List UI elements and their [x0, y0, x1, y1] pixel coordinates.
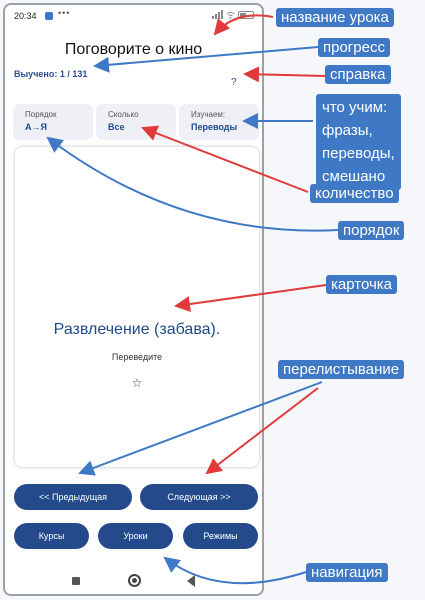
- flashcard[interactable]: Развлечение (забава). Переведите ☆: [15, 147, 259, 467]
- annotation-what-learn: что учим: фразы, переводы, смешано: [316, 94, 401, 190]
- wifi-icon: [226, 11, 235, 19]
- favorite-star-icon[interactable]: ☆: [131, 376, 143, 390]
- order-label: Порядок: [25, 110, 57, 119]
- arrow-progress: [93, 46, 319, 73]
- arrow-navigation: [163, 556, 307, 585]
- lesson-title: Поговорите о кино: [64, 41, 203, 58]
- card-prompt: Переведите: [111, 352, 163, 362]
- signal-icon: [212, 10, 223, 19]
- card-phrase: Развлечение (забава).: [53, 321, 221, 338]
- home-icon[interactable]: [128, 574, 141, 587]
- annotation-what-learn-line3: переводы,: [322, 145, 395, 162]
- arrow-paging-next: [205, 387, 319, 475]
- annotation-lesson-name: название урока: [276, 8, 394, 27]
- annotation-paging: перелистывание: [278, 360, 405, 379]
- modes-button[interactable]: Режимы: [183, 523, 258, 549]
- progress-text: Выучено: 1 / 131: [14, 69, 88, 79]
- arrow-help: [243, 66, 327, 83]
- next-button[interactable]: Следующая >>: [140, 484, 258, 510]
- annotation-what-learn-line1: что учим:: [322, 99, 388, 116]
- annotation-order: порядок: [338, 221, 405, 240]
- annotation-navigation: навигация: [306, 563, 388, 582]
- help-icon[interactable]: ?: [231, 77, 237, 88]
- study-mode-value: Переводы: [191, 122, 238, 132]
- status-time: 20:34: [14, 11, 37, 21]
- annotation-help: справка: [325, 65, 391, 84]
- annotation-what-learn-line4: смешано: [322, 168, 386, 185]
- quantity-selector[interactable]: Сколько Все: [96, 104, 176, 140]
- arrow-card: [174, 284, 327, 312]
- more-notifications-icon: •••: [58, 8, 71, 18]
- arrow-paging-prev: [78, 381, 323, 476]
- order-selector[interactable]: Порядок А→Я: [13, 104, 93, 140]
- app-notification-icon: [45, 12, 53, 20]
- previous-button[interactable]: << Предыдущая: [14, 484, 132, 510]
- arrow-quantity: [141, 125, 309, 193]
- courses-button[interactable]: Курсы: [14, 523, 89, 549]
- order-value: А→Я: [25, 122, 47, 132]
- annotation-card: карточка: [326, 275, 398, 294]
- annotation-what-learn-line2: фразы,: [322, 122, 373, 139]
- study-mode-label: Изучаем:: [191, 110, 226, 119]
- arrow-lesson-name: [213, 14, 274, 36]
- annotation-progress: прогресс: [318, 38, 390, 57]
- back-icon[interactable]: [187, 575, 195, 587]
- lessons-button[interactable]: Уроки: [98, 523, 173, 549]
- quantity-label: Сколько: [108, 110, 139, 119]
- recent-apps-icon[interactable]: [72, 577, 80, 585]
- annotation-quantity: количество: [310, 184, 399, 203]
- quantity-value: Все: [108, 122, 125, 132]
- system-nav-bar: [5, 568, 262, 594]
- arrow-order: [46, 136, 339, 232]
